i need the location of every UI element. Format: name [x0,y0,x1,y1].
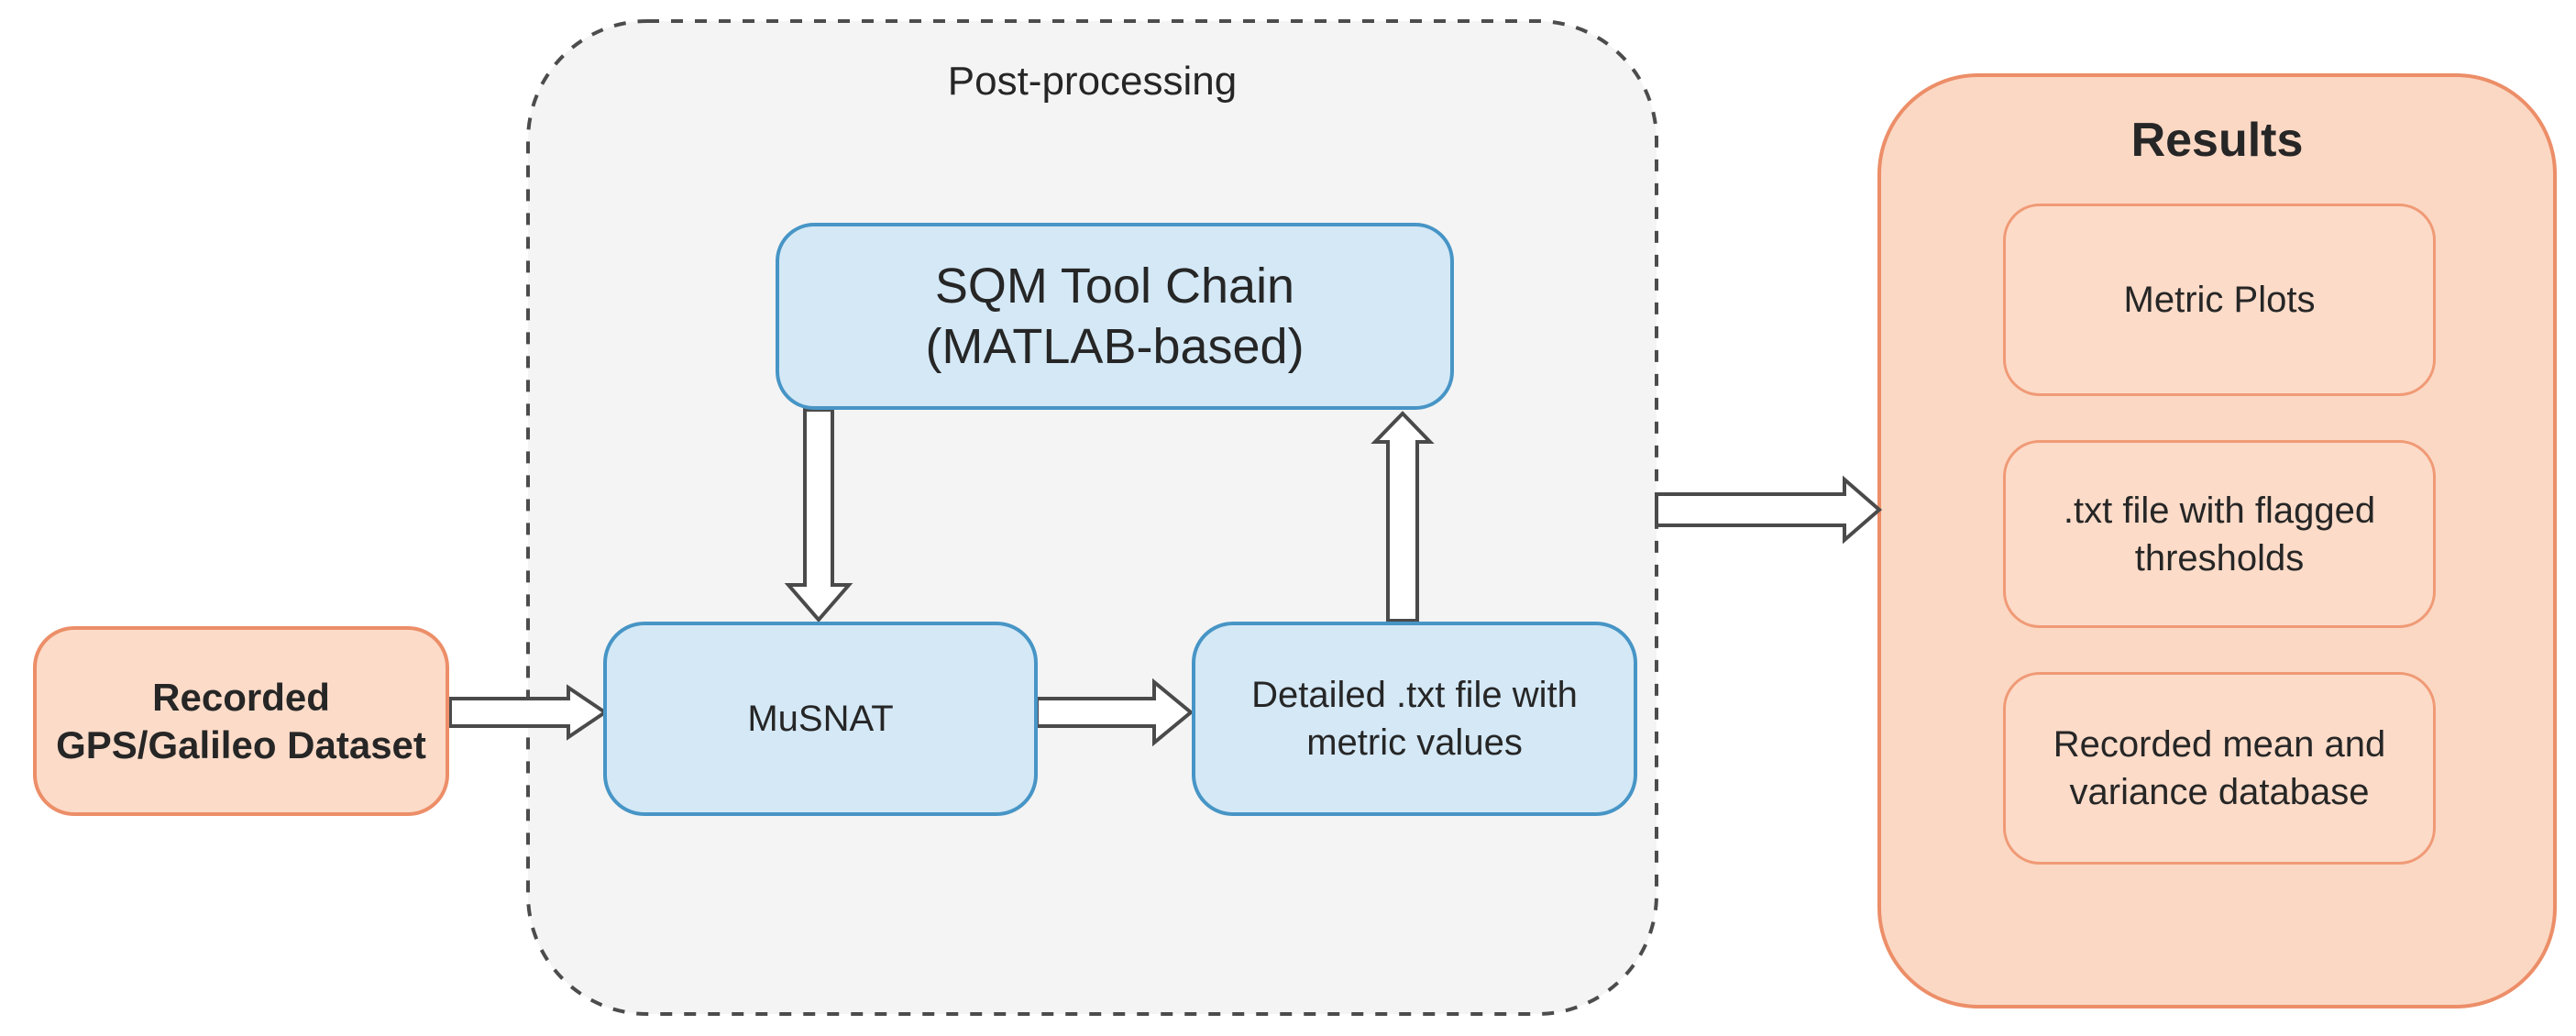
result-item-mean-variance-line2: variance database [2069,772,2370,812]
node-musnat-label: MuSNAT [747,699,894,739]
post-processing-title: Post-processing [947,59,1238,104]
node-sqm-label-line1: SQM Tool Chain [934,259,1295,314]
post-processing-group [528,21,1657,1014]
node-sqm-label-line2: (MATLAB-based) [925,319,1305,374]
node-recorded-dataset-label-line1: Recorded [152,675,330,719]
result-item-flagged-thresholds: .txt file with flagged thresholds [2003,440,2436,628]
node-sqm-tool-chain: SQM Tool Chain (MATLAB-based) [776,223,1454,410]
node-detailed-txt-label-line2: metric values [1306,722,1523,763]
node-detailed-txt-file: Detailed .txt file with metric values [1192,622,1637,816]
result-item-metric-plots: Metric Plots [2003,204,2436,396]
node-detailed-txt-label-line1: Detailed .txt file with [1251,675,1578,715]
node-recorded-dataset-label-line2: GPS/Galileo Dataset [56,722,426,766]
arrow-postprocessing-to-results [1655,475,1883,545]
result-item-flagged-thresholds-line2: thresholds [2134,537,2305,579]
result-item-mean-variance-database: Recorded mean and variance database [2003,672,2436,865]
node-musnat: MuSNAT [603,622,1038,816]
result-item-metric-plots-label: Metric Plots [2123,280,2316,320]
result-item-flagged-thresholds-line1: .txt file with flagged [2063,490,2376,531]
results-title: Results [2130,114,2304,167]
result-item-mean-variance-line1: Recorded mean and [2053,724,2386,765]
node-recorded-dataset: Recorded GPS/Galileo Dataset [33,626,449,816]
